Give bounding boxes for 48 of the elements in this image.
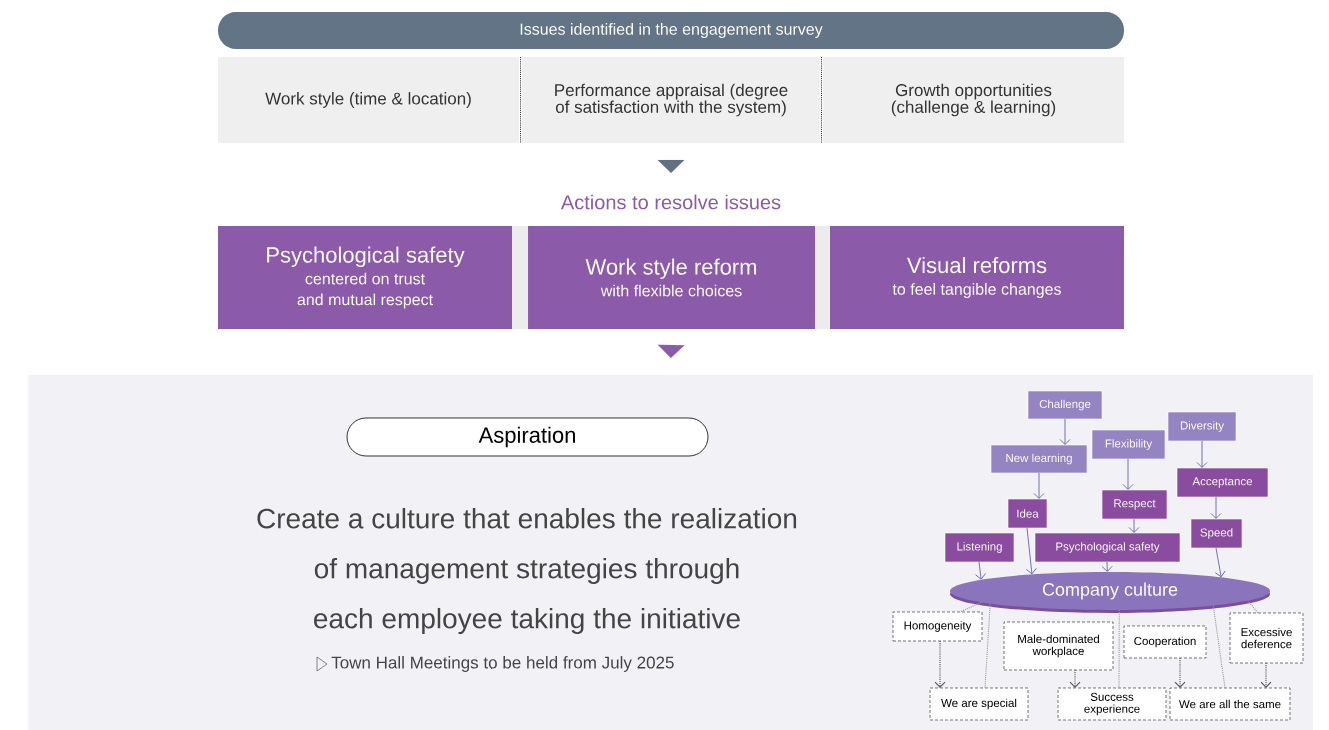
value-box: Flexibility [1091, 429, 1166, 460]
dashed-box: We are all the same [1169, 687, 1291, 721]
value-box: Respect [1101, 489, 1168, 520]
arrow [1210, 496, 1222, 519]
action-box: Work style reform with flexible choices [528, 226, 815, 329]
section-heading: Actions to resolve issues [560, 194, 781, 210]
arrow [1128, 518, 1140, 533]
value-box: Diversity [1167, 411, 1237, 442]
chevron-arrow [657, 159, 685, 173]
arrow [934, 640, 946, 688]
dashed-box: Male-dominated workplace [1003, 621, 1114, 671]
arrow [1059, 418, 1071, 445]
dashed-box: Success experience [1057, 687, 1167, 721]
table-cell: Growth opportunities (challenge & learning) [823, 57, 1124, 143]
value-box: Challenge [1027, 390, 1103, 420]
value-box: Acceptance [1176, 467, 1269, 498]
arrow [1214, 547, 1226, 578]
dashed-box: Cooperation [1123, 625, 1207, 659]
dashed-box: Excessive deference [1229, 612, 1304, 664]
value-box: Listening [944, 532, 1015, 563]
value-box: Psychological safety [1034, 532, 1181, 563]
dashed-box: Homogeneity [892, 611, 983, 642]
issues-panel: Issues identified in the engagement survey [218, 12, 1124, 49]
dotted-line [1247, 600, 1259, 614]
dotted-line [984, 603, 991, 689]
table-cell: Work style (time & location) [218, 57, 519, 143]
arrow [1069, 669, 1081, 688]
note-text: Town Hall Meetings to be held from July 2025 [331, 656, 674, 672]
chevron-arrow [657, 344, 685, 358]
arrow [1122, 458, 1134, 490]
aspiration-pill: Aspiration [346, 417, 709, 457]
arrow [1033, 472, 1045, 499]
dotted-line [1212, 604, 1226, 689]
arrow [1260, 662, 1272, 688]
action-box: Psychological safety centered on trust and mutual respect [218, 226, 512, 329]
arrow [975, 561, 986, 580]
table-cell: Performance appraisal (degree of satisfaction with the system) [522, 57, 820, 143]
dotted-line [1118, 609, 1120, 689]
value-box: Speed [1190, 518, 1243, 549]
arrow [1196, 440, 1208, 468]
dashed-box: We are special [929, 687, 1029, 721]
value-box: New learning [990, 444, 1088, 474]
arrow [1174, 657, 1186, 688]
value-box: Idea [1007, 498, 1048, 529]
action-box: Visual reforms to feel tangible changes [830, 226, 1124, 329]
arrow [1026, 527, 1037, 575]
statement-text: Create a culture that enables the realization of management strategies through each employee taking the initiative [257, 507, 797, 635]
dotted-line [959, 601, 982, 613]
